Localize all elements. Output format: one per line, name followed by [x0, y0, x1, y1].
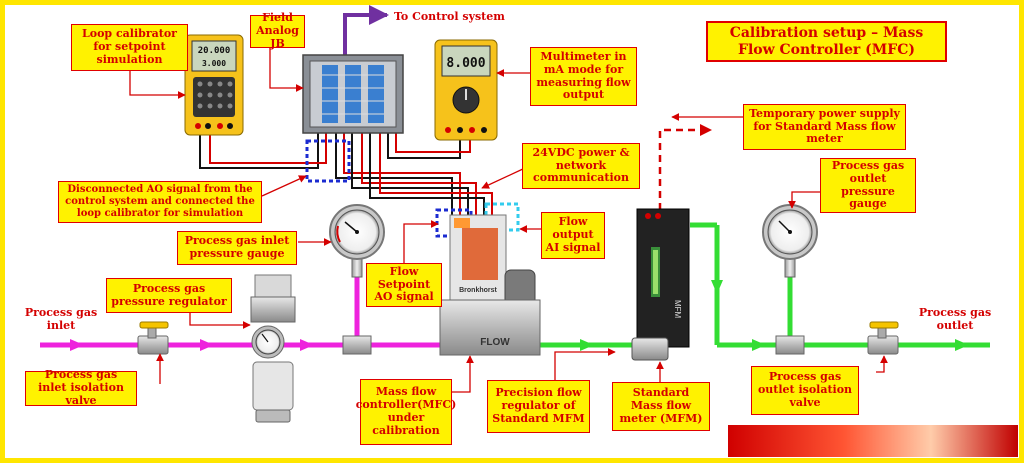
outlet-isolation-valve [867, 321, 899, 355]
label-multimeter: Multimeter in mA mode for measuring flow… [530, 47, 637, 106]
inlet-isolation-valve [137, 321, 169, 355]
mass-flow-controller: Bronkhorst FLOW [439, 214, 541, 356]
label-temp-power: Temporary power supply for Standard Mass… [743, 104, 906, 150]
calibrator-display-2: 3.000 [202, 59, 226, 68]
label-inlet-gauge: Process gas inlet pressure gauge [177, 231, 297, 265]
label-standard-mfm: Standard Mass flow meter (MFM) [612, 382, 710, 431]
label-to-control-system: To Control system [394, 10, 505, 23]
label-inlet-valve: Process gas inlet isolation valve [25, 368, 137, 407]
outlet-pipe [540, 222, 990, 351]
inlet-pipe [40, 270, 440, 351]
label-outlet-valve: Process gas outlet isolation valve [751, 366, 859, 415]
label-flow-output: Flow output AI signal [541, 212, 605, 259]
label-precision-regulator: Precision flow regulator of Standard MFM [487, 380, 590, 433]
label-mfc: Mass flow controller(MFC) under calibrat… [356, 379, 456, 445]
temp-power-line [658, 128, 700, 210]
label-power-network: 24VDC power & network communication [522, 143, 640, 189]
outlet-tee-fitting [775, 335, 805, 355]
field-junction-box [302, 54, 404, 134]
label-disconnected-ao: Disconnected AO signal from the control … [58, 181, 262, 223]
label-regulator: Process gas pressure regulator [106, 278, 232, 313]
jb-terminal-highlight [305, 139, 351, 183]
decorative-stripe [728, 425, 1018, 457]
multimeter-display: 8.000 [446, 56, 485, 71]
calibrator-display-1: 20.000 [198, 46, 231, 56]
label-outlet-gauge: Process gas outlet pressure gauge [820, 158, 916, 213]
temp-power-arrow [700, 124, 712, 136]
to-control-arrow [343, 5, 389, 55]
standard-mass-flow-meter: MFM [631, 208, 690, 361]
multimeter: 8.000 [434, 39, 498, 141]
label-gas-outlet: Process gas outlet [918, 306, 992, 333]
diagram-title: Calibration setup – Mass Flow Controller… [706, 21, 947, 62]
label-gas-inlet: Process gas inlet [24, 306, 98, 333]
inlet-pressure-gauge [329, 204, 385, 278]
mfc-brand: Bronkhorst [459, 287, 497, 294]
inlet-tee-fitting [342, 335, 372, 355]
pressure-regulator [250, 274, 296, 423]
mfm-text: MFM [673, 300, 682, 319]
signal-wires [199, 130, 493, 215]
label-loop-calibrator: Loop calibrator for setpoint simulation [71, 24, 188, 71]
mfc-flow-mark: FLOW [480, 337, 510, 348]
label-field-jb: Field Analog JB [250, 11, 305, 50]
label-setpoint-ao: Flow Setpoint AO signal [366, 263, 442, 307]
outlet-pressure-gauge [762, 204, 818, 278]
loop-calibrator: 20.000 3.000 [184, 34, 244, 136]
